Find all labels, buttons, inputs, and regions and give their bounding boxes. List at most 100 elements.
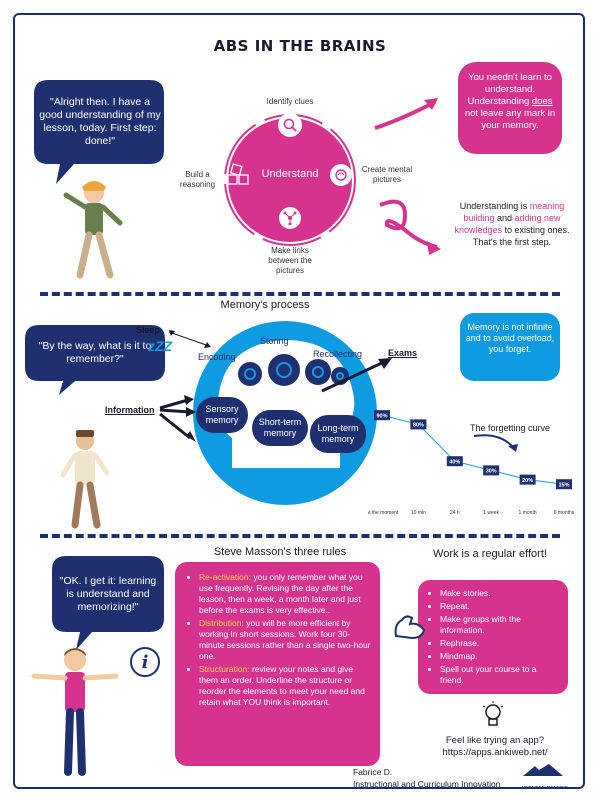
curve-point-marker: [556, 479, 572, 490]
effort-item: Repeat.: [440, 601, 562, 612]
curve-point: 20% 1 month: [519, 474, 537, 516]
curve-line: [381, 414, 565, 485]
rule-item: Structuration: review your notes and giv…: [199, 664, 372, 708]
blue-note-text-5: you: [488, 344, 504, 354]
rules-box: Re-activation: you only remember what yo…: [175, 562, 380, 766]
encoding-label: Encoding: [198, 352, 236, 362]
footer-credits: Fabrice D. Instructional and Curriculum …: [353, 766, 500, 790]
blue-note-text-6: forget.: [505, 344, 532, 354]
quote-1: "Alright then. I have a good understandi…: [39, 96, 161, 147]
cycle-center-label: Understand: [261, 168, 319, 180]
rule-item: Distribution: you will be more efficient…: [199, 618, 372, 662]
curve-x-tick-label: 6 months: [554, 510, 575, 516]
curve-x-tick-label: 1 week: [483, 510, 499, 516]
curve-point-marker: [519, 474, 536, 485]
sleep-label: Sleep: [136, 325, 161, 335]
understanding-text-1: Understanding is: [459, 201, 528, 211]
info-icon: i: [130, 647, 160, 677]
curve-point: 30% 1 week: [483, 465, 500, 516]
character-2: [60, 430, 110, 529]
rules-title: Steve Masson's three rules: [213, 546, 347, 558]
curve-point: 15% 6 months: [554, 479, 575, 516]
blue-note: Memory is not infinite and to avoid over…: [460, 313, 560, 381]
curve-point-marker: [483, 465, 500, 476]
effort-title: Work is a regular effort!: [433, 548, 547, 560]
exams-arrow: [321, 358, 392, 393]
app-question: Feel like trying an app?: [445, 735, 545, 746]
pink-note: You needn't learn to understand. Underst…: [458, 62, 562, 154]
information-label: Information: [105, 405, 155, 415]
label-mental-pictures: Create mental pictures: [361, 165, 413, 184]
rules-list: Re-activation: you only remember what yo…: [185, 572, 372, 708]
understanding-text-3: and: [496, 213, 512, 223]
rule-text: you only remember what you use frequentl…: [199, 572, 363, 615]
memory-process-title: Memory's process: [220, 299, 310, 311]
pink-note-text-2: Understanding: [467, 96, 530, 107]
page-title: ABS IN THE BRAINS: [213, 37, 387, 55]
label-identify-clues: Identify clues: [266, 97, 314, 106]
quote-3: "OK. I get it: learning is understand an…: [59, 574, 157, 613]
effort-box: Make stories. Repeat. Make groups with t…: [418, 580, 568, 694]
curve-point: 90% At the moment: [368, 410, 399, 516]
arrow-loop: [379, 199, 441, 255]
curve-value-label: 15%: [558, 482, 569, 488]
curve-point: 80% 10 min: [410, 419, 427, 516]
divider-2: [40, 534, 560, 538]
effort-item: Rephrase.: [440, 638, 562, 649]
curve-value-label: 90%: [376, 413, 387, 419]
network-icon: [279, 207, 301, 229]
cubes-icon: [225, 162, 251, 188]
gear-icon: [238, 354, 349, 386]
rule-item: Re-activation: you only remember what yo…: [199, 572, 372, 616]
storing-label: Storing: [260, 336, 289, 346]
curve-value-label: 80%: [413, 423, 424, 429]
curve-value-label: 20%: [522, 478, 533, 484]
quote-2: "By the way, what is it to remember?": [38, 340, 152, 365]
footer-logo-text: UNFAIRED THINKING: [522, 785, 568, 790]
app-suggestion: Feel like trying an app? https://apps.an…: [420, 735, 570, 759]
brain-icon: [330, 164, 352, 186]
curve-point-marker: [374, 410, 390, 421]
app-link[interactable]: https://apps.ankiweb.net/: [442, 747, 548, 758]
arrow-to-pink-note: [374, 98, 438, 130]
understanding-text-2: meaning building: [463, 201, 565, 223]
curve-point: 40% 24 h: [446, 456, 463, 516]
curve-x-tick-label: 24 h: [450, 510, 460, 516]
understanding-note: Understanding is meaning building and ad…: [452, 200, 572, 248]
exams-label: Exams: [388, 348, 418, 358]
zzz-text: zZZ: [148, 338, 173, 354]
lightbulb-icon: [482, 701, 504, 726]
curve-x-tick-label: 10 min: [411, 510, 426, 516]
curve-point-marker: [446, 456, 463, 467]
rule-text: review your notes and give them an order…: [199, 664, 365, 707]
curve-x-tick-label: At the moment: [368, 510, 399, 516]
curve-value-label: 30%: [486, 469, 497, 475]
label-make-links: Make links between the pictures: [268, 246, 312, 275]
footer-dept: Instructional and Curriculum Innovation: [353, 779, 501, 789]
forgetting-curve-chart: 90% At the moment 80% 10 min 40% 24 h 30% 1 wee…: [368, 410, 575, 516]
pink-note-text-3: does: [531, 96, 553, 107]
character-3: [31, 648, 119, 776]
forgetting-curve-title: The forgetting curve: [470, 423, 551, 433]
short-term-memory-cloud: Short-term memory: [252, 410, 308, 446]
effort-list: Make stories. Repeat. Make groups with t…: [426, 588, 562, 686]
effort-item: Make groups with the information.: [440, 614, 562, 636]
blue-note-text-1: Memory is: [467, 322, 509, 332]
footer-author: Fabrice D.: [353, 767, 393, 777]
sleep-arrow: [168, 330, 211, 348]
character-1: [63, 181, 123, 279]
rule-text: you will be more efficient by working in…: [199, 618, 371, 661]
footer-logo: UNFAIRED THINKING: [515, 762, 575, 790]
sensory-memory-cloud: Sensory memory: [196, 397, 248, 433]
curve-value-label: 40%: [449, 459, 460, 465]
rule-term: Structuration:: [199, 664, 250, 674]
curve-x-tick-label: 1 month: [519, 510, 537, 516]
blue-note-text-4: and to avoid overload,: [465, 333, 555, 343]
curve-point-marker: [410, 419, 427, 430]
effort-item: Spell out your course to a friend.: [440, 664, 562, 686]
information-arrows: [159, 395, 196, 442]
long-term-memory-cloud: Long-term memory: [310, 415, 366, 453]
understanding-text-4: adding new knowledges: [454, 213, 561, 235]
rule-term: Re-activation:: [199, 572, 251, 582]
